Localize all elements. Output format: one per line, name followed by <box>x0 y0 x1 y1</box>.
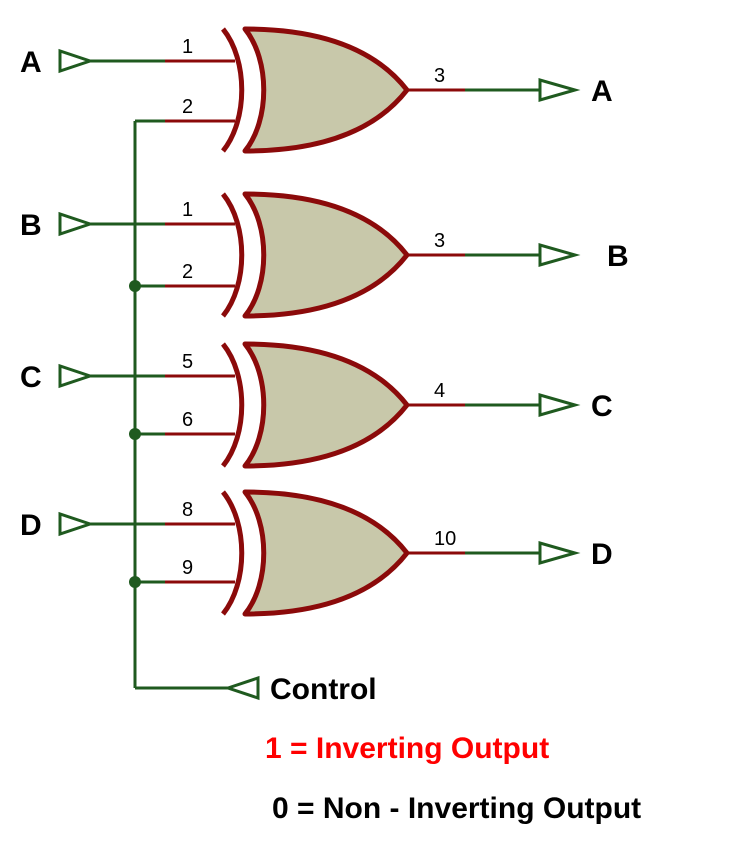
input-arrow-icon <box>58 363 95 389</box>
input-label: D <box>20 509 42 542</box>
pin-number: 3 <box>434 65 445 87</box>
xor-gate-body <box>242 26 410 154</box>
xor-gate-body <box>242 341 410 469</box>
input-label: A <box>20 46 42 79</box>
control-input-arrow-icon <box>223 675 260 701</box>
pin-number: 9 <box>182 557 193 579</box>
input-arrow-icon <box>58 48 95 74</box>
output-label: B <box>607 240 629 273</box>
input-label: B <box>20 209 42 242</box>
control-label: Control <box>270 673 377 706</box>
pin-number: 3 <box>434 230 445 252</box>
output-arrow-icon <box>538 243 581 267</box>
input-arrow-icon <box>58 511 95 537</box>
input-label: C <box>20 361 42 394</box>
xor-gate-input-curve <box>221 27 245 153</box>
xor-gate-body <box>242 191 410 319</box>
pin-number: 6 <box>182 409 193 431</box>
xor-gate-body <box>242 489 410 617</box>
output-arrow-icon <box>538 541 581 565</box>
pin-number: 1 <box>182 199 193 221</box>
output-label: D <box>591 538 613 571</box>
output-label: C <box>591 390 613 423</box>
pin-number: 4 <box>434 380 445 402</box>
xor-gate-input-curve <box>221 342 245 468</box>
pin-number: 10 <box>434 528 456 550</box>
input-arrow-icon <box>58 211 95 237</box>
pin-number: 2 <box>182 261 193 283</box>
xor-gate-input-curve <box>221 490 245 616</box>
pin-number: 8 <box>182 499 193 521</box>
legend-noninverting: 0 = Non - Inverting Output <box>272 792 641 825</box>
pin-number: 1 <box>182 36 193 58</box>
xor-gate-input-curve <box>221 192 245 318</box>
pin-number: 5 <box>182 351 193 373</box>
legend-inverting: 1 = Inverting Output <box>265 732 549 765</box>
output-arrow-icon <box>538 78 581 102</box>
output-label: A <box>591 75 613 108</box>
pin-number: 2 <box>182 96 193 118</box>
output-arrow-icon <box>538 393 581 417</box>
